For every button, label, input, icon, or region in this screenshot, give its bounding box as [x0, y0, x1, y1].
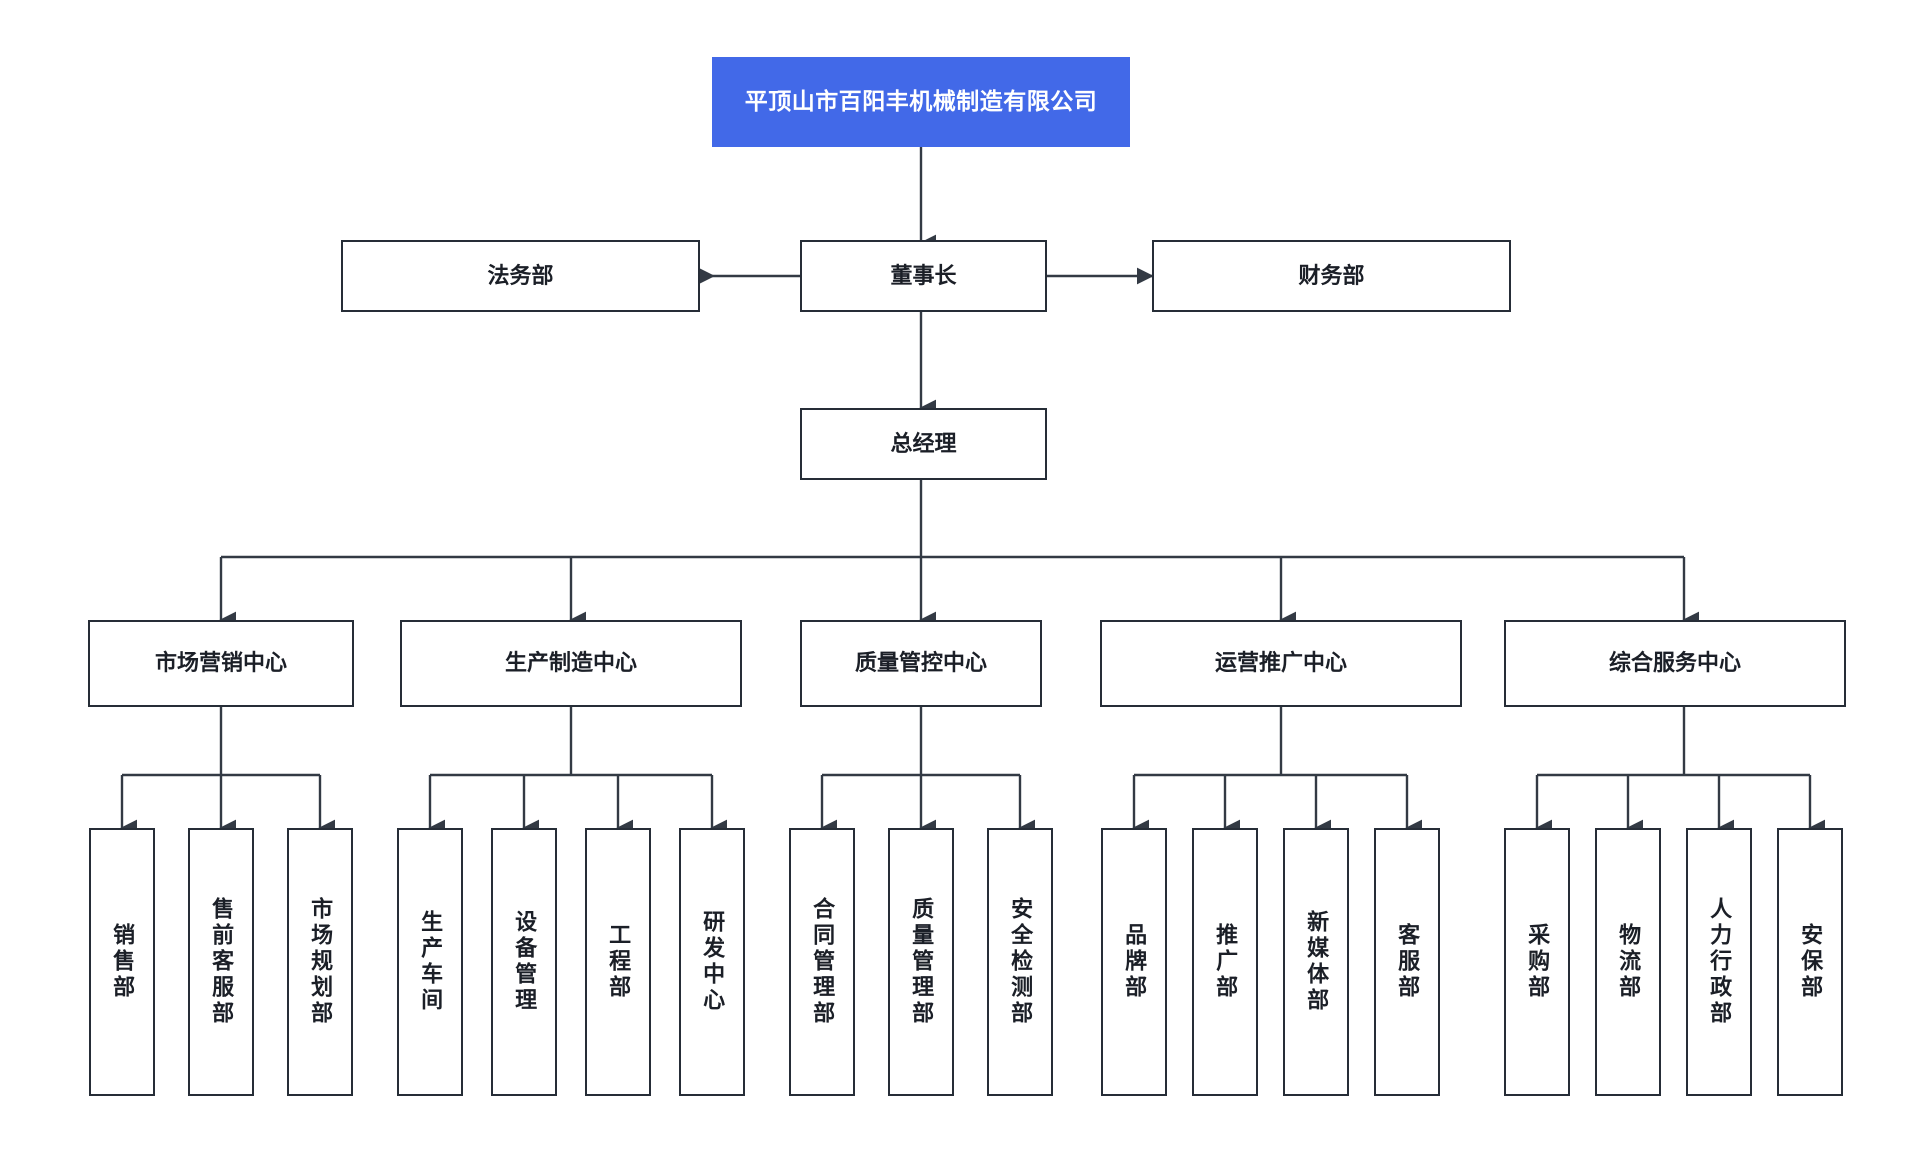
- node-company-root[interactable]: 平顶山市百阳丰机械制造有限公司: [712, 57, 1130, 147]
- node-dept-promotion[interactable]: 推广部: [1192, 828, 1258, 1096]
- node-dept-presales-service[interactable]: 售前客服部: [188, 828, 254, 1096]
- node-dept-new-media[interactable]: 新媒体部: [1283, 828, 1349, 1096]
- node-finance-department[interactable]: 财务部: [1152, 240, 1511, 312]
- node-center-operations[interactable]: 运营推广中心: [1100, 620, 1462, 707]
- node-dept-sales[interactable]: 销售部: [89, 828, 155, 1096]
- node-dept-contract-management[interactable]: 合同管理部: [789, 828, 855, 1096]
- node-chairman[interactable]: 董事长: [800, 240, 1047, 312]
- node-dept-market-planning[interactable]: 市场规划部: [287, 828, 353, 1096]
- node-dept-rnd-center[interactable]: 研发中心: [679, 828, 745, 1096]
- node-dept-brand[interactable]: 品牌部: [1101, 828, 1167, 1096]
- node-center-production[interactable]: 生产制造中心: [400, 620, 742, 707]
- node-center-quality[interactable]: 质量管控中心: [800, 620, 1042, 707]
- node-dept-engineering[interactable]: 工程部: [585, 828, 651, 1096]
- node-dept-procurement[interactable]: 采购部: [1504, 828, 1570, 1096]
- node-dept-hr-administration[interactable]: 人力行政部: [1686, 828, 1752, 1096]
- node-dept-security[interactable]: 安保部: [1777, 828, 1843, 1096]
- node-dept-customer-service[interactable]: 客服部: [1374, 828, 1440, 1096]
- node-center-services[interactable]: 综合服务中心: [1504, 620, 1846, 707]
- node-general-manager[interactable]: 总经理: [800, 408, 1047, 480]
- node-dept-safety-inspection[interactable]: 安全检测部: [987, 828, 1053, 1096]
- node-dept-quality-management[interactable]: 质量管理部: [888, 828, 954, 1096]
- node-dept-logistics[interactable]: 物流部: [1595, 828, 1661, 1096]
- node-legal-department[interactable]: 法务部: [341, 240, 700, 312]
- node-center-marketing[interactable]: 市场营销中心: [88, 620, 354, 707]
- node-dept-equipment-management[interactable]: 设备管理: [491, 828, 557, 1096]
- node-dept-production-workshop[interactable]: 生产车间: [397, 828, 463, 1096]
